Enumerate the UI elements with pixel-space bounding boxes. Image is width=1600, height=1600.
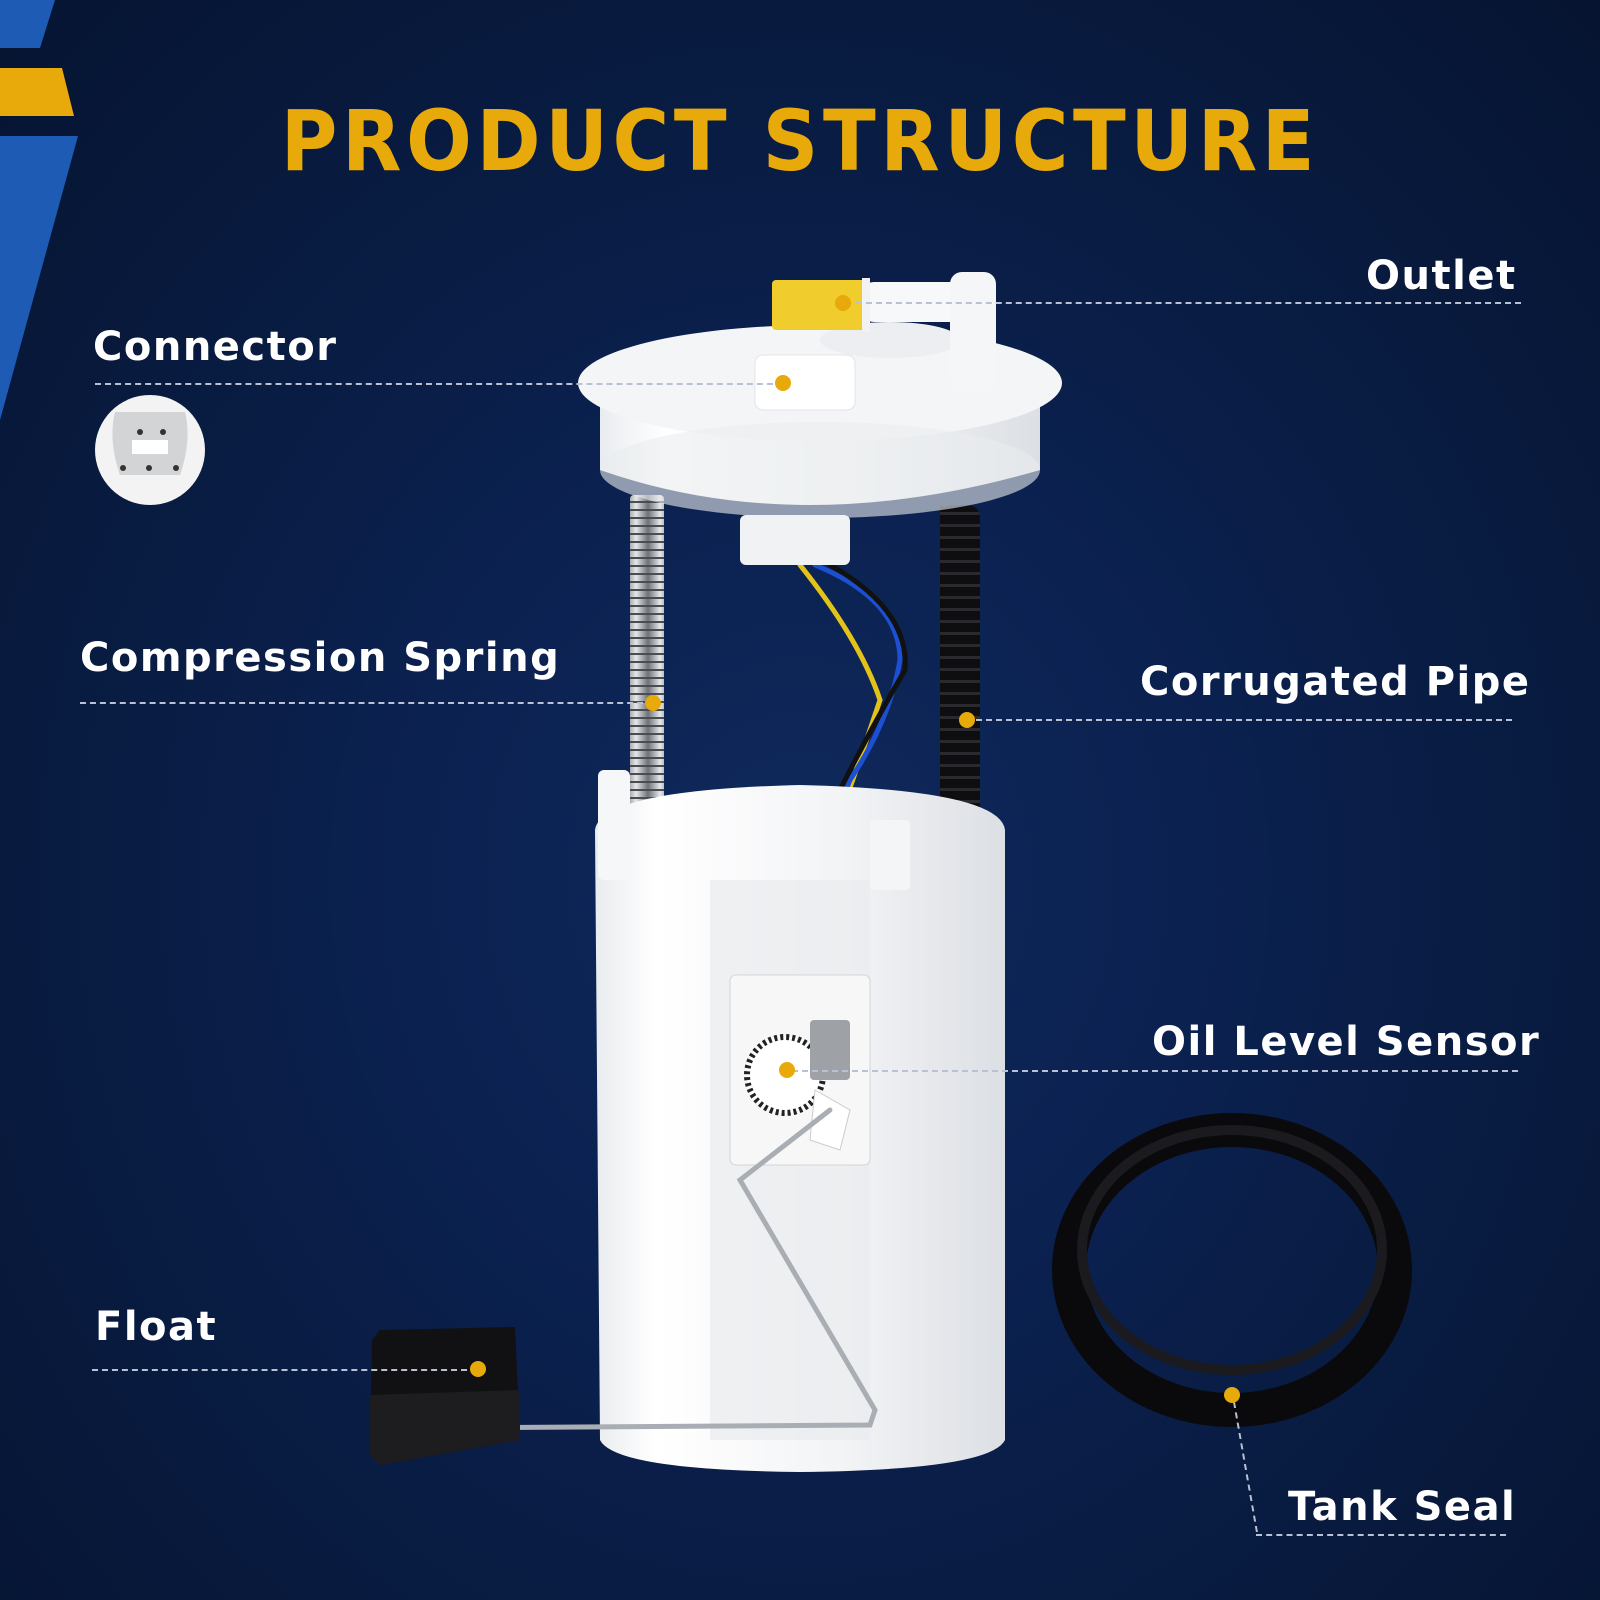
callout-dot-oil-level-sensor: [779, 1062, 795, 1078]
float-graphic: [370, 1327, 520, 1465]
leader-line-tank-seal: [1256, 1534, 1506, 1536]
leader-line-connector: [95, 383, 783, 385]
float-arm-graphic: [437, 1107, 878, 1431]
leader-line-compression-spring: [80, 702, 653, 704]
tank-seal-graphic: [1052, 1113, 1412, 1427]
page-title: PRODUCT STRUCTURE: [280, 92, 1320, 190]
callout-label-tank-seal: Tank Seal: [1288, 1484, 1517, 1530]
callout-dot-float: [470, 1361, 486, 1377]
callout-dot-outlet: [835, 295, 851, 311]
corrugated-pipe-graphic: [940, 505, 980, 880]
callout-dot-compression-spring: [645, 695, 661, 711]
leader-line-corrugated-pipe: [966, 719, 1512, 721]
pump-flange-graphic: [578, 272, 1062, 565]
connector-thumbnail: [95, 395, 205, 505]
leader-line-float: [92, 1369, 477, 1371]
compression-spring-graphic: [630, 495, 664, 885]
callout-label-corrugated-pipe: Corrugated Pipe: [1140, 659, 1531, 705]
pump-reservoir-graphic: [595, 770, 1005, 1472]
left-accent-stripes: [0, 0, 78, 420]
callout-label-float: Float: [95, 1304, 218, 1350]
callout-label-oil-level-sensor: Oil Level Sensor: [1152, 1019, 1541, 1065]
leader-line-outlet: [846, 302, 1521, 304]
callout-dot-corrugated-pipe: [959, 712, 975, 728]
callout-label-outlet: Outlet: [1366, 253, 1517, 299]
callout-dot-tank-seal: [1224, 1387, 1240, 1403]
callout-label-connector: Connector: [93, 324, 338, 370]
callout-dot-connector: [775, 375, 791, 391]
callout-label-compression-spring: Compression Spring: [80, 635, 561, 681]
leader-line-oil-level-sensor: [792, 1070, 1518, 1072]
